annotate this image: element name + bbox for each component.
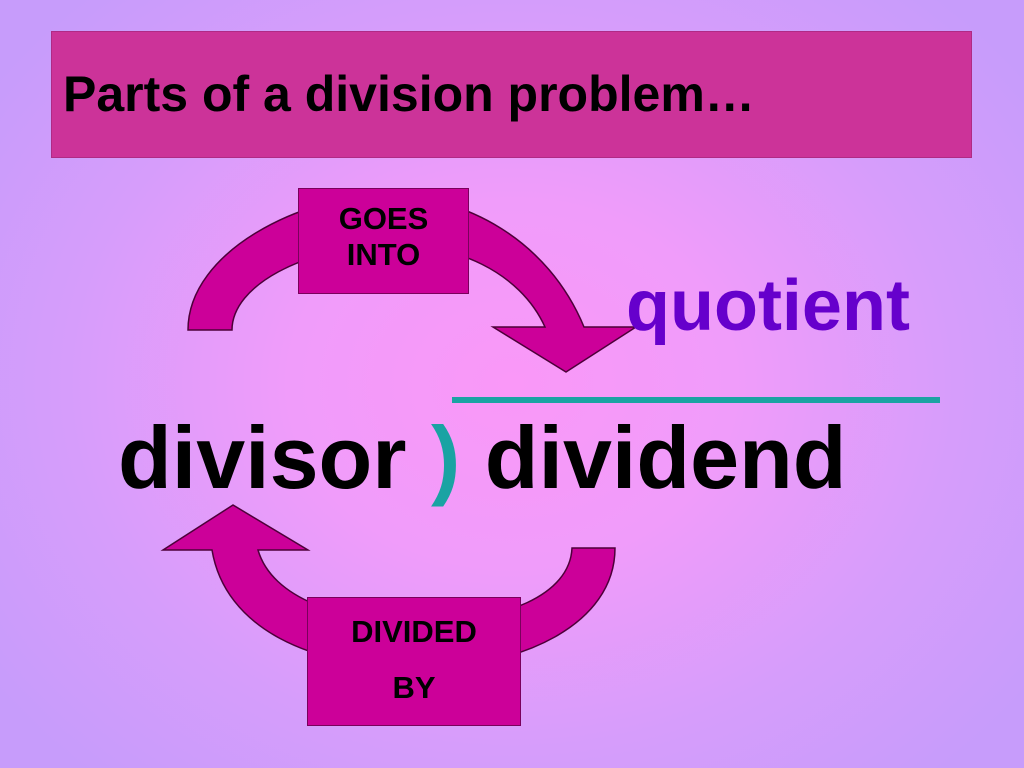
goes-into-label-line1: GOES — [338, 201, 429, 236]
dividend-label: dividend — [484, 408, 847, 507]
divided-by-box: DIVIDED BY — [307, 597, 521, 726]
divisor-label: divisor — [118, 408, 407, 507]
division-bracket: ) — [431, 408, 461, 507]
page-title: Parts of a division problem… — [63, 66, 755, 122]
goes-into-label-line2: INTO — [346, 237, 421, 272]
divided-by-label-line2: BY — [392, 670, 436, 705]
title-banner: Parts of a division problem… — [51, 31, 972, 158]
goes-into-box: GOES INTO — [298, 188, 469, 294]
division-bar — [452, 397, 940, 403]
division-expression: divisor ) dividend — [118, 414, 847, 502]
divided-by-label-line1: DIVIDED — [351, 614, 477, 649]
quotient-label: quotient — [626, 266, 910, 346]
